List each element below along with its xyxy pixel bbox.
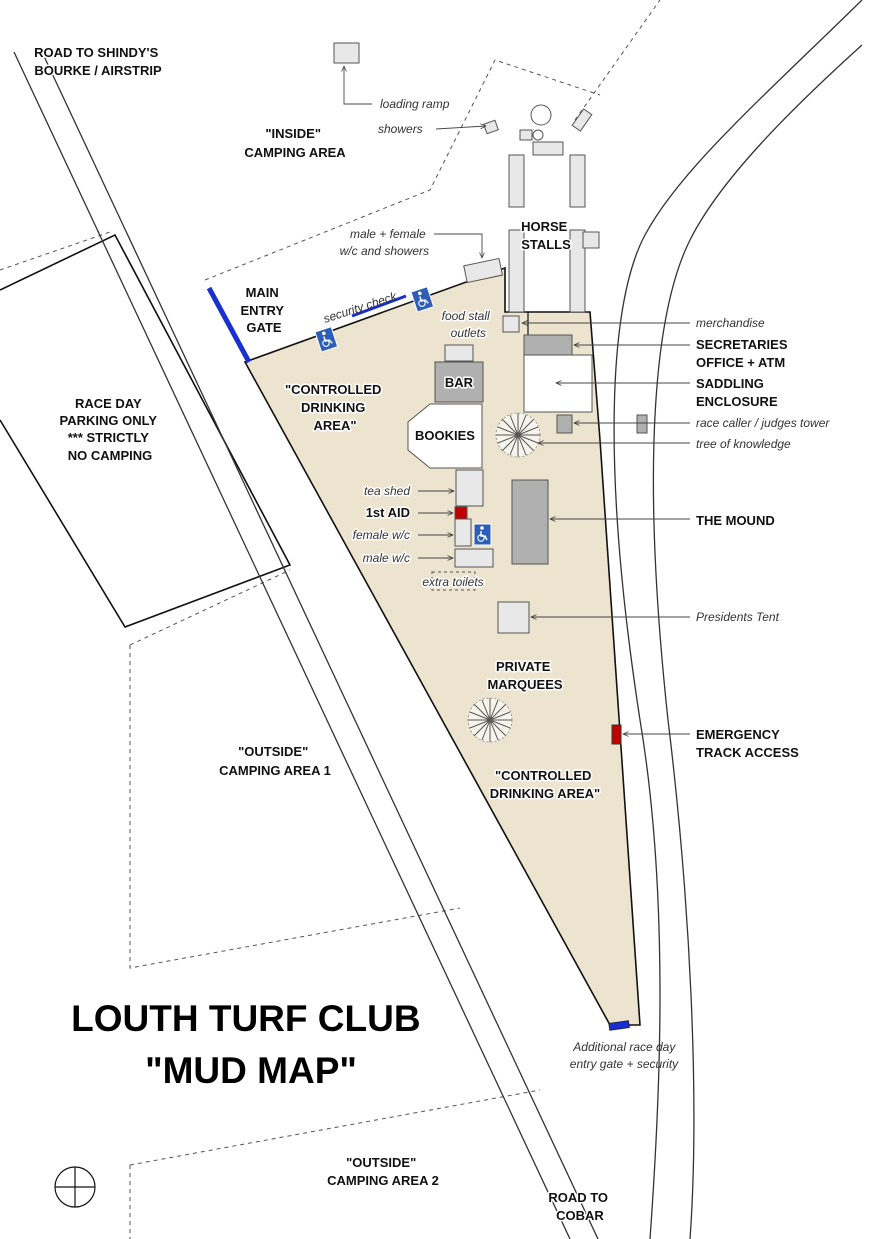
the-mound: [511, 479, 549, 565]
first-aid-block[interactable]: [454, 506, 468, 520]
security-check-line: [351, 294, 407, 318]
food-stall-block: [444, 344, 474, 362]
stall-annex: [582, 231, 600, 249]
private-marquees-label: PRIVATE MARQUEES: [487, 659, 562, 692]
outside-camping-1-boundary: [129, 569, 461, 969]
female-wc-label: female w/c: [353, 528, 410, 542]
main-road-west-edge: [13, 51, 571, 1239]
wheelchair-toilet-icon: [473, 523, 492, 546]
horse-stalls-label: HORSE STALLS: [521, 219, 571, 252]
wc-showers-block: [463, 257, 504, 284]
male-female-wc-label: male + female w/c and showers: [340, 227, 429, 258]
shed-small: [519, 129, 533, 141]
bookies-label: BOOKIES: [415, 428, 475, 443]
outside-camping-1-label: "OUTSIDE" CAMPING AREA 1: [219, 744, 331, 778]
road-shindys-label: ROAD TO SHINDY'S BOURKE / AIRSTRIP: [34, 45, 162, 78]
presidents-tent-label: Presidents Tent: [696, 610, 780, 624]
water-tank: [530, 104, 552, 126]
north-boundary: [574, 0, 661, 121]
saddling-enclosure: [523, 354, 593, 413]
showers-block: [483, 119, 499, 135]
tree-icon: [495, 412, 541, 458]
race-day-parking-label: RACE DAY PARKING ONLY *** STRICTLY NO CA…: [60, 396, 161, 463]
wc-leader: [434, 233, 482, 258]
emergency-track-access[interactable]: [611, 724, 622, 745]
main-entry-gate-line[interactable]: [206, 286, 252, 364]
loading-ramp-block: [333, 42, 360, 64]
presidents-tent: [497, 601, 530, 634]
compass-icon: [54, 1166, 96, 1208]
male-wc-label: male w/c: [363, 551, 410, 565]
judges-tower: [556, 414, 573, 434]
the-mound-label: THE MOUND: [696, 513, 775, 528]
parking-west-boundary: [0, 231, 111, 271]
loading-ramp-label: loading ramp: [380, 97, 450, 111]
controlled-drinking-label-2: "CONTROLLED DRINKING AREA": [490, 768, 600, 801]
tree-of-knowledge-label: tree of knowledge: [696, 437, 791, 451]
horse-stall-right: [569, 154, 586, 208]
outside-camping-2-label: "OUTSIDE" CAMPING AREA 2: [327, 1155, 439, 1188]
road-cobar-label: ROAD TO COBAR: [548, 1190, 611, 1223]
race-caller-tower: [636, 414, 648, 434]
main-entry-gate-label: MAIN ENTRY GATE: [241, 285, 288, 335]
race-day-parking-lot: [0, 233, 292, 628]
saddling-label: SADDLING ENCLOSURE: [696, 376, 778, 409]
race-caller-label: race caller / judges tower: [696, 416, 830, 430]
bar-building: [434, 361, 484, 403]
horse-stall-right-lower: [569, 229, 586, 313]
female-wc-block: [454, 518, 472, 547]
emergency-access-label: EMERGENCY TRACK ACCESS: [696, 727, 799, 760]
controlled-drinking-label-1: "CONTROLLED DRINKING AREA": [285, 382, 385, 433]
male-wc-block: [454, 548, 494, 568]
inside-camping-label: "INSIDE" CAMPING AREA: [244, 126, 346, 160]
tank-small: [532, 129, 544, 141]
map-title: LOUTH TURF CLUB "MUD MAP": [71, 998, 431, 1091]
tea-shed-label: tea shed: [364, 484, 410, 498]
merchandise-block: [502, 315, 520, 333]
showers-label: showers: [378, 122, 423, 136]
tank-base: [532, 141, 564, 156]
wheelchair-toilet-icon: [314, 326, 339, 353]
track-outer-rail: [613, 0, 863, 1239]
horse-stall-left-lower: [508, 229, 525, 313]
main-road-east-edge: [41, 51, 599, 1239]
tree-icon: [467, 697, 513, 743]
additional-gate-label: Additional race day entry gate + securit…: [570, 1040, 679, 1071]
tea-shed: [455, 469, 484, 507]
secretaries-label: SECRETARIES OFFICE + ATM: [696, 337, 791, 370]
food-stall-label: food stall outlets: [442, 309, 493, 340]
loading-ramp-leader: [344, 66, 372, 105]
inside-camping-boundary: [204, 59, 601, 281]
outside-camping-2-boundary: [129, 1089, 541, 1239]
showers-leader: [435, 126, 486, 130]
north-shed: [571, 108, 593, 132]
horse-stall-left: [508, 154, 525, 208]
extra-toilets-label: extra toilets: [422, 575, 483, 589]
additional-gate[interactable]: [608, 1020, 630, 1031]
bar-label: BAR: [445, 375, 474, 390]
first-aid-label: 1st AID: [366, 505, 410, 520]
secretaries-office: [523, 334, 573, 356]
wheelchair-toilet-icon: [410, 286, 435, 313]
merchandise-label: merchandise: [696, 316, 765, 330]
bookies-building: [407, 403, 483, 469]
track-inner-rail: [652, 44, 863, 1239]
